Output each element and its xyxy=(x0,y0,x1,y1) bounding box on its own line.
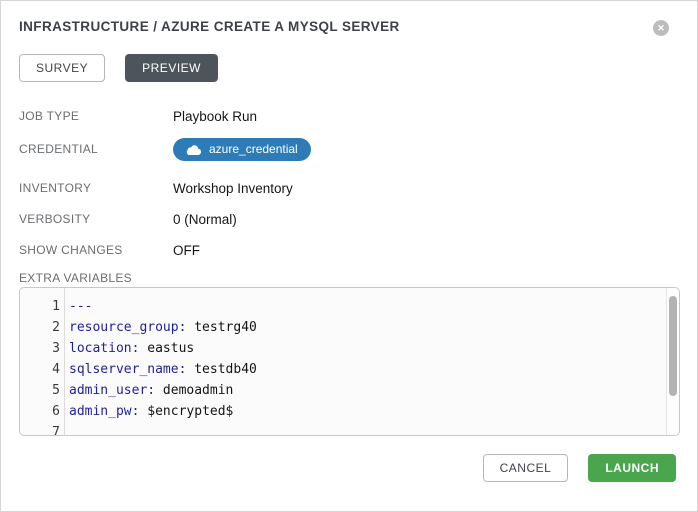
line-number: 2 xyxy=(20,317,60,338)
line-number: 3 xyxy=(20,338,60,359)
extra-variables-editor[interactable]: 1 --- 2 resource_group: testrg40 3 locat… xyxy=(19,287,680,436)
yaml-value: demoadmin xyxy=(155,383,233,398)
scrollbar-thumb[interactable] xyxy=(669,296,677,396)
extra-variables-label: EXTRA VARIABLES xyxy=(19,271,679,285)
tab-survey[interactable]: SURVEY xyxy=(19,54,105,82)
yaml-value: testrg40 xyxy=(186,320,256,335)
launch-button[interactable]: LAUNCH xyxy=(588,454,676,482)
close-glyph: ✕ xyxy=(657,20,665,36)
detail-row-credential: CREDENTIAL azure_credential xyxy=(19,137,679,161)
yaml-key: location: xyxy=(69,341,139,356)
show-changes-value: OFF xyxy=(173,243,200,258)
detail-row-inventory: INVENTORY Workshop Inventory xyxy=(19,178,679,198)
yaml-key: sqlserver_name: xyxy=(69,362,186,377)
code-line: 6 admin_pw: $encrypted$ xyxy=(20,401,679,422)
code-line: 2 resource_group: testrg40 xyxy=(20,317,679,338)
cancel-button[interactable]: CANCEL xyxy=(483,454,569,482)
code-line: 4 sqlserver_name: testdb40 xyxy=(20,359,679,380)
cloud-icon xyxy=(186,144,201,155)
credential-label: CREDENTIAL xyxy=(19,142,173,156)
job-type-label: JOB TYPE xyxy=(19,109,173,123)
verbosity-value: 0 (Normal) xyxy=(173,212,237,227)
detail-row-show-changes: SHOW CHANGES OFF xyxy=(19,240,679,260)
verbosity-label: VERBOSITY xyxy=(19,212,173,226)
yaml-value: eastus xyxy=(139,341,194,356)
line-number: 5 xyxy=(20,380,60,401)
detail-row-job-type: JOB TYPE Playbook Run xyxy=(19,106,679,126)
line-number: 4 xyxy=(20,359,60,380)
modal-footer: CANCEL LAUNCH xyxy=(1,454,697,482)
code-lines: 1 --- 2 resource_group: testrg40 3 locat… xyxy=(20,288,679,436)
editor-scrollbar[interactable] xyxy=(666,288,679,435)
job-type-value: Playbook Run xyxy=(173,109,257,124)
page-title: INFRASTRUCTURE / AZURE CREATE A MYSQL SE… xyxy=(19,19,679,34)
credential-badge-label: azure_credential xyxy=(209,142,298,156)
inventory-value: Workshop Inventory xyxy=(173,181,293,196)
tab-bar: SURVEY PREVIEW xyxy=(1,54,697,82)
inventory-label: INVENTORY xyxy=(19,181,173,195)
yaml-value: testdb40 xyxy=(186,362,256,377)
yaml-key: --- xyxy=(69,299,92,314)
credential-badge[interactable]: azure_credential xyxy=(173,138,311,161)
code-line: 3 location: eastus xyxy=(20,338,679,359)
job-details: JOB TYPE Playbook Run CREDENTIAL azure_c… xyxy=(1,106,697,260)
line-number: 6 xyxy=(20,401,60,422)
extra-variables-section: EXTRA VARIABLES 1 --- 2 resource_group: … xyxy=(1,271,697,436)
yaml-key: admin_pw: xyxy=(69,404,139,419)
yaml-value: $encrypted$ xyxy=(139,404,233,419)
yaml-key: resource_group: xyxy=(69,320,186,335)
code-line: 5 admin_user: demoadmin xyxy=(20,380,679,401)
detail-row-verbosity: VERBOSITY 0 (Normal) xyxy=(19,209,679,229)
gutter-divider xyxy=(64,288,65,435)
show-changes-label: SHOW CHANGES xyxy=(19,243,173,257)
line-number: 7 xyxy=(20,422,60,436)
code-line: 1 --- xyxy=(20,296,679,317)
yaml-key: admin_user: xyxy=(69,383,155,398)
modal-header: INFRASTRUCTURE / AZURE CREATE A MYSQL SE… xyxy=(1,1,697,34)
line-number: 1 xyxy=(20,296,60,317)
code-line: 7 xyxy=(20,422,679,436)
close-icon[interactable]: ✕ xyxy=(653,20,669,36)
tab-preview[interactable]: PREVIEW xyxy=(125,54,218,82)
